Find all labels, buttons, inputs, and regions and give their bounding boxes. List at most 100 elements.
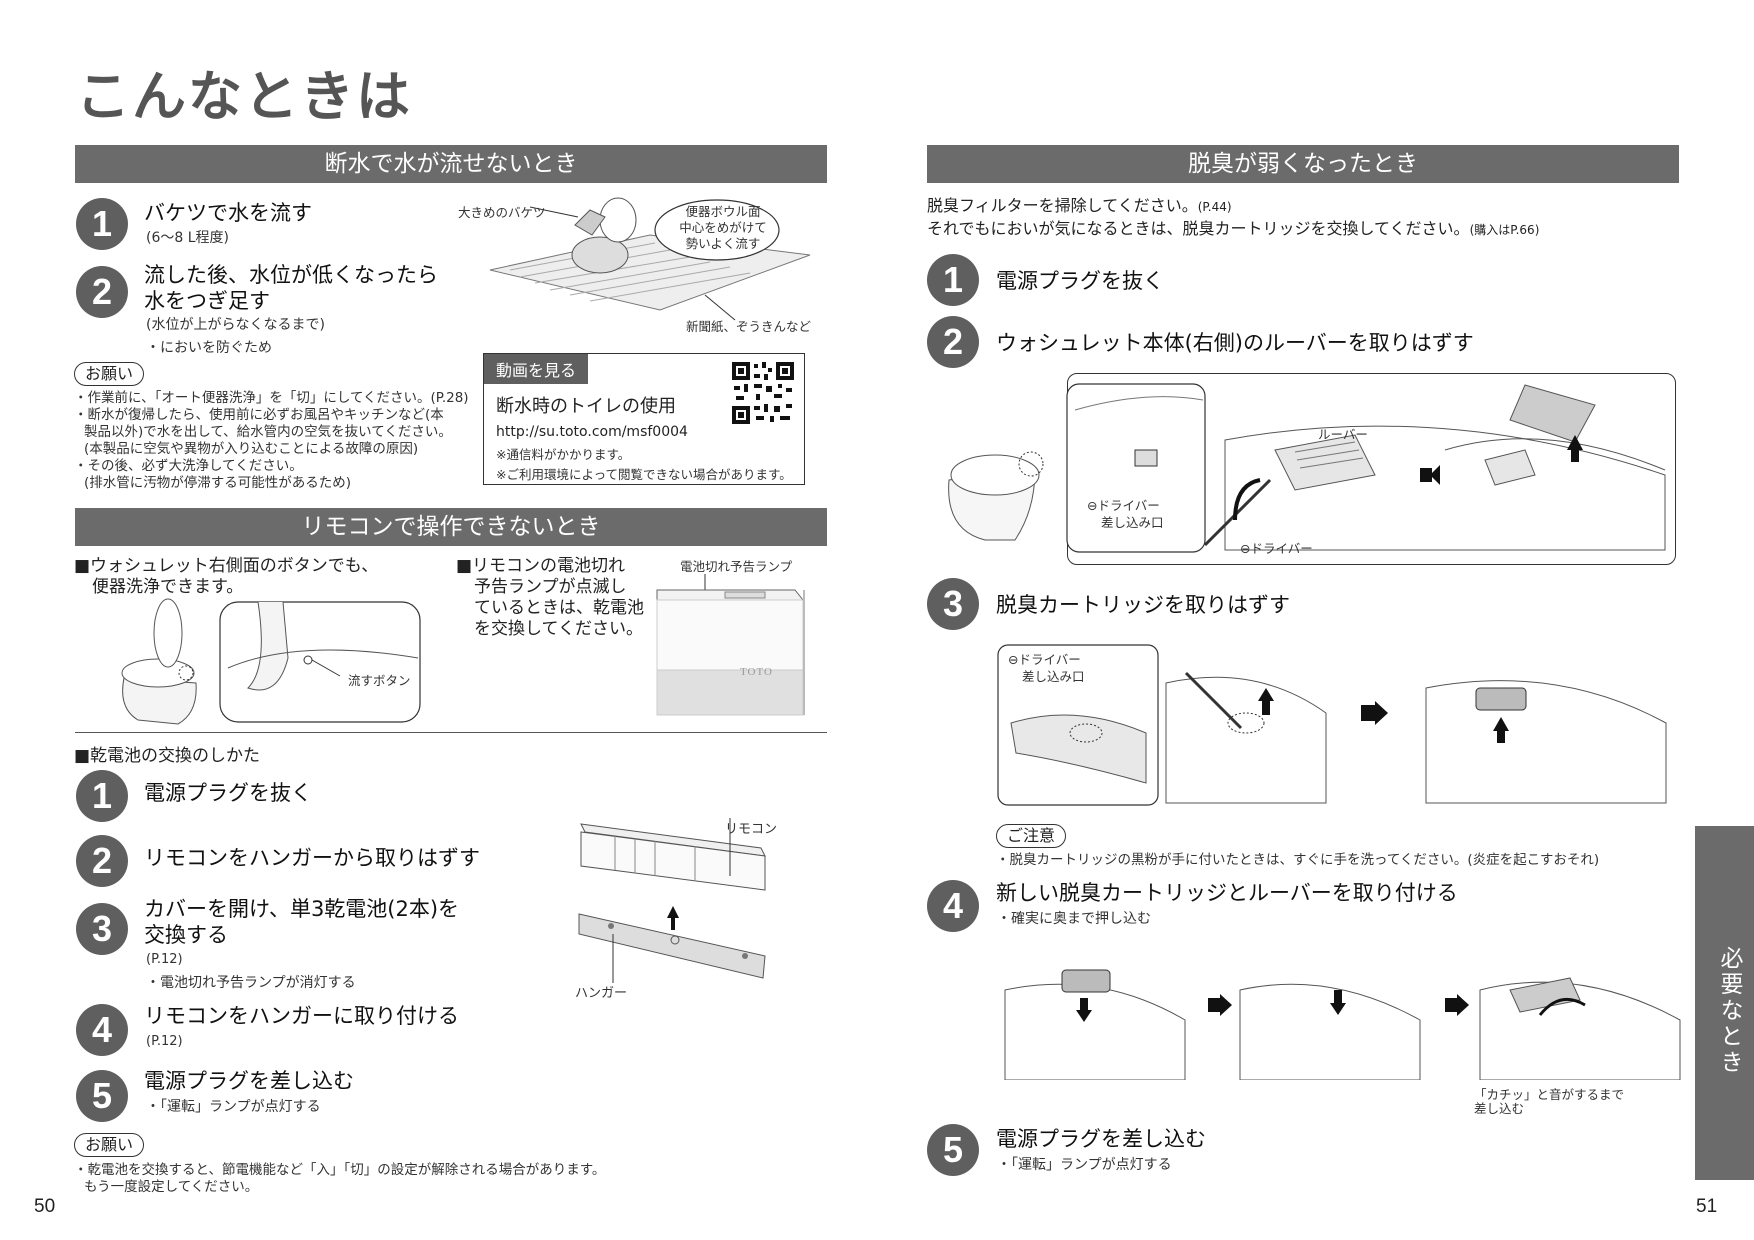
video-url[interactable]: http://su.toto.com/msf0004	[496, 424, 688, 440]
remote-text-a: 便器洗浄できます。	[92, 577, 244, 597]
step-number: 1	[76, 770, 128, 822]
step-number: 2	[927, 316, 979, 368]
onegai-badge: お願い	[74, 362, 145, 386]
video-note: ※ご利用環境によって閲覧できない場合があります。	[496, 467, 792, 482]
step-title: リモコンをハンガーに取り付ける	[144, 1004, 459, 1028]
bubble-text: 中心をめがけて	[679, 220, 767, 235]
step-sub: ・確実に奥まで押し込む	[997, 911, 1151, 927]
step-title: 水をつぎ足す	[144, 289, 270, 313]
bubble-text: 勢いよく流す	[685, 236, 761, 251]
click-note: 「カチッ」と音がするまで	[1474, 1087, 1625, 1102]
step-title: 交換する	[144, 923, 228, 947]
step-number: 2	[76, 266, 128, 318]
step-sub: ・「運転」ランプが点灯する	[146, 1099, 321, 1115]
remote-text-b: を交換してください。	[474, 619, 643, 639]
step-title: カバーを開け、単3乾電池(2本)を	[144, 897, 460, 921]
intro-text: 脱臭フィルターを掃除してください。	[927, 196, 1198, 215]
speech-bubble	[654, 199, 780, 261]
notes-block: ・作業前に、「オート便器洗浄」を「切」にしてください。(P.28) ・断水が復帰…	[74, 390, 474, 492]
step-number: 3	[76, 903, 128, 955]
step-number: 1	[76, 198, 128, 250]
note-line: (排水管に汚物が停滞する可能性があるため)	[84, 475, 352, 491]
note-line: ・乾電池を交換すると、節電機能など「入」「切」の設定が解除される場合があります。	[74, 1162, 606, 1178]
qr-code-icon[interactable]	[730, 360, 796, 426]
lamp-label: 電池切れ予告ランプ	[680, 559, 793, 574]
step-number: 5	[927, 1124, 979, 1176]
slot-label: 差し込み口	[1101, 515, 1164, 530]
step-title: 電源プラグを抜く	[996, 269, 1164, 293]
step-number: 5	[76, 1070, 128, 1122]
step-title: リモコンをハンガーから取りはずす	[144, 846, 480, 870]
step-sub: (P.12)	[146, 1034, 183, 1049]
page-title: こんなときは	[76, 65, 412, 128]
video-note: ※通信料がかかります。	[496, 447, 631, 462]
step-number: 3	[927, 578, 979, 630]
remote-hanger-illustration	[578, 818, 766, 983]
brand-logo: TOTO	[740, 666, 773, 678]
step-title: ウォシュレット本体(右側)のルーバーを取りはずす	[996, 331, 1474, 355]
page-number: 51	[1696, 1196, 1718, 1217]
notes-block: ・乾電池を交換すると、節電機能など「入」「切」の設定が解除される場合があります。…	[74, 1162, 605, 1196]
note-line: 製品以外)で水を出して、給水管内の空気を抜いてください。	[84, 424, 452, 440]
side-tab-label: 必要なとき	[1716, 946, 1742, 1076]
step-sub: (P.12)	[146, 952, 183, 967]
remote-front-illustration	[656, 574, 805, 716]
louver-removal-illustration	[948, 383, 1666, 553]
step-number: 2	[76, 835, 128, 887]
page-ref[interactable]: (P.44)	[1197, 200, 1232, 214]
divider	[75, 732, 827, 733]
step-sub: ・においを防ぐため	[146, 340, 272, 356]
step-sub: (6～8 L程度)	[146, 230, 229, 246]
remote-label: リモコン	[725, 822, 778, 837]
note-line: ・その後、必ず大洗浄してください。	[74, 458, 303, 474]
step-title: 脱臭カートリッジを取りはずす	[996, 593, 1290, 617]
step-title: 電源プラグを差し込む	[144, 1069, 354, 1093]
section-header-deodorize: 脱臭が弱くなったとき	[927, 145, 1679, 183]
hanger-label: ハンガー	[575, 986, 628, 1001]
section-header-water-outage: 断水で水が流せないとき	[75, 145, 827, 183]
paper-label: 新聞紙、ぞうきんなど	[686, 319, 812, 334]
slot-label: ⊖ドライバー	[1087, 498, 1160, 513]
note-line: もう一度設定してください。	[84, 1179, 259, 1195]
caution-text: ・脱臭カートリッジの黒粉が手に付いたときは、すぐに手を洗ってください。(炎症を起…	[996, 852, 1600, 868]
step-number: 1	[927, 254, 979, 306]
remote-text-b: ■リモコンの電池切れ	[456, 556, 626, 576]
note-line: ・断水が復帰したら、使用前に必ずお風呂やキッチンなど(本	[74, 407, 444, 423]
page-number: 50	[34, 1196, 56, 1217]
step-sub: ・「運転」ランプが点灯する	[997, 1157, 1172, 1173]
remote-text-b: 予告ランプが点滅し	[474, 577, 627, 597]
step-title: 電源プラグを差し込む	[996, 1127, 1206, 1151]
remote-text-a: ■ウォシュレット右側面のボタンでも、	[74, 556, 379, 576]
onegai-badge: お願い	[74, 1133, 145, 1157]
step-sub: (水位が上がらなくなるまで)	[146, 317, 325, 333]
bucket-label: 大きめのバケツ	[458, 205, 546, 220]
cartridge-removal-illustration	[997, 644, 1667, 806]
flush-button-label: 流すボタン	[348, 673, 411, 688]
side-tab[interactable]: 必要なとき	[1695, 826, 1754, 1180]
video-heading: 動画を見る	[484, 354, 589, 384]
step-title: 新しい脱臭カートリッジとルーバーを取り付ける	[996, 881, 1458, 905]
bubble-text: 便器ボウル面	[685, 204, 761, 219]
step-number: 4	[927, 880, 979, 932]
step-number: 4	[76, 1004, 128, 1056]
louver-label: ルーバー	[1318, 427, 1368, 442]
remote-text-b: ているときは、乾電池	[474, 598, 644, 618]
step-title: 流した後、水位が低くなったら	[144, 263, 438, 287]
cartridge-install-illustration	[1004, 969, 1681, 1080]
note-line: (本製品に空気や異物が入り込むことによる故障の原因)	[84, 441, 419, 457]
step-sub: ・電池切れ予告ランプが消灯する	[146, 975, 356, 991]
video-title: 断水時のトイレの使用	[496, 396, 676, 417]
toilet-side-button-illustration	[121, 598, 421, 725]
driver-label: ⊖ドライバー	[1240, 541, 1313, 556]
section-header-remote: リモコンで操作できないとき	[75, 508, 827, 546]
note-line: ・作業前に、「オート便器洗浄」を「切」にしてください。(P.28)	[74, 390, 469, 406]
battery-heading: ■乾電池の交換のしかた	[74, 746, 261, 766]
page-ref[interactable]: (購入はP.66)	[1469, 223, 1540, 237]
slot-label: ⊖ドライバー	[1008, 652, 1081, 667]
slot-label: 差し込み口	[1022, 669, 1085, 684]
step-title: バケツで水を流す	[144, 201, 312, 225]
caution-badge: ご注意	[996, 824, 1067, 848]
click-note: 差し込む	[1474, 1101, 1525, 1116]
intro-text: それでもにおいが気になるときは、脱臭カートリッジを交換してください。	[927, 219, 1470, 238]
step-title: 電源プラグを抜く	[144, 781, 312, 805]
